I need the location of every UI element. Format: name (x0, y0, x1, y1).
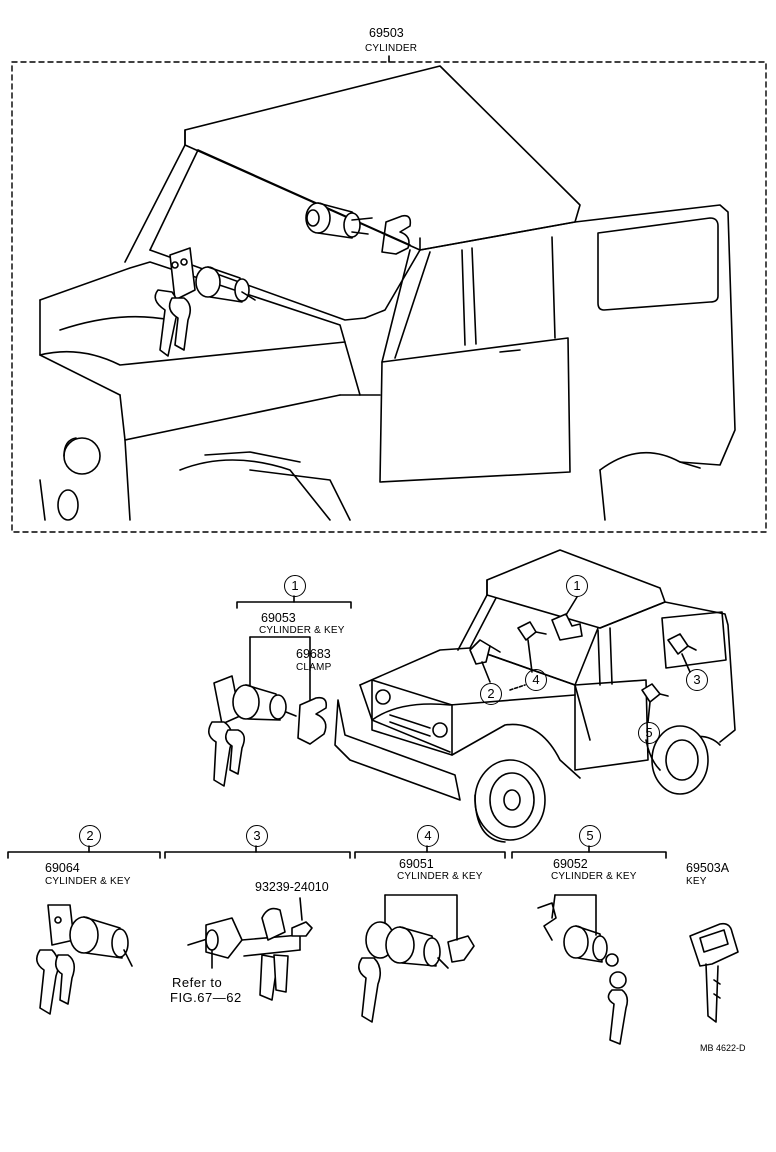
group4-parts (358, 894, 475, 1023)
diagram-code: MB 4622-D (700, 1043, 746, 1053)
group2-part-number: 69064 (45, 861, 80, 875)
group4-marker: 4 (417, 825, 439, 847)
key-part-number: 69503A (686, 861, 730, 875)
top-part-desc: CYLINDER (365, 43, 418, 54)
group3-refer-line2: FIG.67—62 (170, 990, 242, 1005)
group5-marker: 5 (579, 825, 601, 847)
group2-desc: CYLINDER & KEY (45, 876, 131, 887)
bottom-brackets (7, 845, 667, 859)
group3-part-number: 93239-24010 (255, 880, 329, 894)
group1-clamp-part-number: 69683 (296, 647, 331, 661)
group1-bracket (236, 595, 352, 701)
group5-part-number: 69052 (553, 857, 588, 871)
group3-parts (187, 897, 313, 1001)
group1-clamp-desc: CLAMP (296, 662, 332, 673)
group3-marker: 3 (246, 825, 268, 847)
key-desc: KEY (686, 876, 707, 887)
key-part (689, 922, 739, 1023)
group4-desc: CYLINDER & KEY (397, 871, 483, 882)
group1-parts (208, 675, 328, 787)
group2-marker: 2 (79, 825, 101, 847)
vehicle-marker-3: 3 (686, 669, 708, 691)
group1-cylinder-desc: CYLINDER & KEY (259, 625, 345, 636)
group4-part-number: 69051 (399, 857, 434, 871)
vehicle-marker-5: 5 (638, 722, 660, 744)
group3-refer-line1: Refer to (172, 975, 223, 990)
vehicle-marker-1: 1 (566, 575, 588, 597)
vehicle-marker-4: 4 (525, 669, 547, 691)
group5-parts (537, 894, 629, 1045)
group1-marker: 1 (284, 575, 306, 597)
top-vehicle-drawing (39, 65, 736, 521)
top-group-frame (11, 55, 767, 533)
vehicle-overview-drawing (334, 549, 736, 843)
vehicle-marker-2: 2 (480, 683, 502, 705)
top-part-number: 69503 (369, 26, 404, 40)
group2-parts (36, 904, 133, 1015)
group1-cylinder-part-number: 69053 (261, 611, 296, 625)
group5-desc: CYLINDER & KEY (551, 871, 637, 882)
